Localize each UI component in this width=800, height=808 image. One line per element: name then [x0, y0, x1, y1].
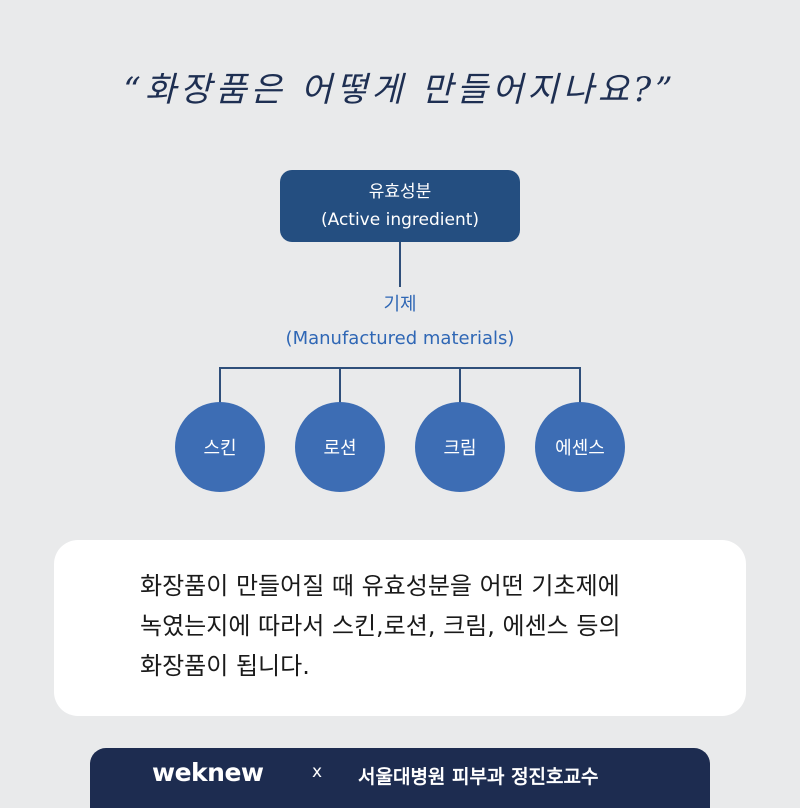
brand-logo: weknew — [152, 758, 264, 787]
description-line-3: 화장품이 됩니다. — [140, 652, 310, 680]
leaf-node-essence: 에센스 — [535, 402, 625, 492]
middle-node-label-en: (Manufactured materials) — [285, 328, 515, 349]
footer-banner: weknew x 서울대병원 피부과 정진호교수 — [90, 748, 710, 808]
root-connector-line — [399, 242, 401, 287]
description-line-1: 화장품이 만들어질 때 유효성분을 어떤 기초제에 — [140, 572, 620, 600]
partner-credit: 서울대병원 피부과 정진호교수 — [358, 766, 599, 788]
description-card: 화장품이 만들어질 때 유효성분을 어떤 기초제에 녹였는지에 따라서 스킨,로… — [54, 540, 746, 716]
middle-node-label-ko: 기제 — [383, 294, 417, 315]
description-line-2: 녹였는지에 따라서 스킨,로션, 크림, 에센스 등의 — [140, 612, 621, 640]
collaboration-separator: x — [312, 762, 323, 782]
root-node-active-ingredient: 유효성분 (Active ingredient) — [280, 170, 520, 242]
root-node-label-ko: 유효성분 — [368, 182, 432, 202]
leaf-node-lotion: 로션 — [295, 402, 385, 492]
middle-node-manufactured-materials: 기제 (Manufactured materials) — [0, 292, 800, 352]
root-node-label-en: (Active ingredient) — [320, 210, 480, 230]
leaf-node-cream: 크림 — [415, 402, 505, 492]
page-title: “화장품은 어떻게 만들어지나요?” — [123, 70, 677, 110]
leaf-node-skin: 스킨 — [175, 402, 265, 492]
